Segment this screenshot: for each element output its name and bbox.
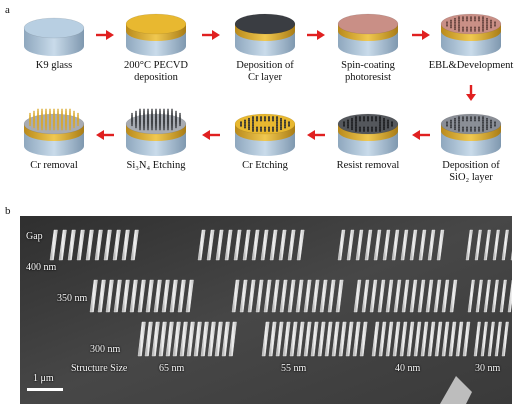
- step-caption-line: photoresist: [344, 72, 392, 83]
- gap-header: Gap: [26, 231, 43, 242]
- step-caption: K9 glass: [8, 60, 100, 72]
- step-caption: Si₃N₄ Etching: [110, 160, 202, 172]
- process-arrow-icon: [202, 30, 220, 40]
- process-arrow-icon: [412, 30, 430, 40]
- size-label-30: 30 nm: [475, 363, 501, 374]
- process-arrow-icon: [96, 30, 114, 40]
- step-caption-line: deposition: [134, 72, 178, 83]
- process-arrow-icon: [466, 85, 476, 101]
- process-arrow-icon: [96, 130, 114, 140]
- wafer-illustration: [337, 13, 399, 56]
- fin-array: [49, 229, 139, 261]
- fin-array: [337, 229, 445, 261]
- scale-bar-label: 1 μm: [33, 373, 54, 384]
- wafer-illustration: [440, 113, 502, 156]
- wafer-illustration: [234, 113, 296, 156]
- step-caption: EBL&Development: [425, 60, 517, 72]
- process-step: Resist removal: [322, 106, 414, 172]
- step-caption-line: Deposition of: [442, 160, 500, 171]
- fin-array: [231, 279, 344, 313]
- fin-array: [467, 279, 512, 313]
- size-label-65: 65 nm: [159, 363, 185, 374]
- size-label-55: 55 nm: [281, 363, 307, 374]
- process-step: EBL&Development: [425, 6, 517, 72]
- wafer-illustration: [337, 113, 399, 156]
- process-step: Si₃N₄ Etching: [110, 106, 202, 172]
- step-caption-line: Resist removal: [336, 160, 400, 171]
- process-arrow-icon: [307, 30, 325, 40]
- step-caption-line: SiO₂ layer: [449, 172, 493, 183]
- wafer-illustration: [234, 13, 296, 56]
- structure-size-label: Structure Size: [71, 363, 128, 374]
- fin-array: [261, 321, 368, 357]
- debris-fragment: [440, 376, 472, 404]
- fin-array: [353, 279, 458, 313]
- step-caption: Cr removal: [8, 160, 100, 172]
- wafer-illustration: [125, 108, 187, 156]
- step-caption-line: K9 glass: [35, 60, 73, 71]
- sem-image: [20, 216, 512, 404]
- fin-array: [197, 229, 305, 261]
- sem-micrograph: Gap 400 nm 350 nm 300 nm Structure Size …: [20, 216, 512, 404]
- process-step: Cr removal: [8, 106, 100, 172]
- fin-array: [465, 229, 512, 261]
- gap-label-400: 400 nm: [26, 262, 57, 273]
- step-caption-line: 200°C PECVD: [124, 60, 188, 71]
- step-caption-line: Cr removal: [30, 160, 78, 171]
- step-caption-line: Cr Etching: [242, 160, 288, 171]
- process-arrow-icon: [202, 130, 220, 140]
- process-arrow-icon: [307, 130, 325, 140]
- scale-bar: [27, 388, 63, 391]
- step-caption-line: Deposition of: [236, 60, 294, 71]
- gap-label-300: 300 nm: [90, 344, 121, 355]
- process-step: K9 glass: [8, 6, 100, 72]
- wafer-illustration: [440, 13, 502, 56]
- wafer-illustration: [125, 13, 187, 56]
- step-caption-line: Spin-coating: [341, 60, 395, 71]
- step-caption-line: EBL&Development: [428, 60, 514, 71]
- wafer-illustration: [23, 17, 85, 56]
- process-step: Cr Etching: [219, 106, 311, 172]
- step-caption-line: Si₃N₄ Etching: [126, 160, 186, 171]
- panel-a-label: a: [5, 4, 10, 16]
- fin-array: [473, 321, 509, 357]
- size-label-40: 40 nm: [395, 363, 421, 374]
- fin-array: [89, 279, 194, 313]
- wafer-illustration: [23, 108, 85, 156]
- panel-b-label: b: [5, 205, 11, 217]
- gap-label-350: 350 nm: [57, 293, 88, 304]
- step-caption: Cr Etching: [219, 160, 311, 172]
- fin-array: [371, 321, 471, 357]
- fin-array: [137, 321, 237, 357]
- step-caption-line: Cr layer: [247, 72, 283, 83]
- step-caption: Resist removal: [322, 160, 414, 172]
- process-arrow-icon: [412, 130, 430, 140]
